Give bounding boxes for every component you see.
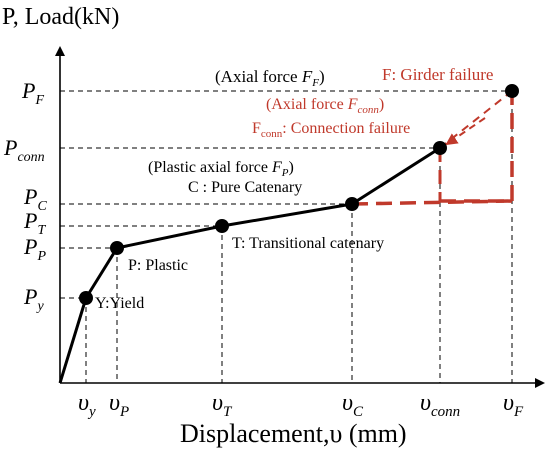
label-plastic: P: Plastic [128, 257, 188, 274]
x-tick-vf: υF [503, 390, 524, 420]
x-tick-vt: υT [212, 390, 233, 420]
label-plastic-axial: (Plastic axial force FP) [148, 159, 294, 179]
label-connection-failure: Fconn: Connection failure [252, 120, 410, 140]
y-tick-labels: PF Pconn PC PT PP Py [3, 78, 47, 314]
y-tick-pp: PP [23, 234, 46, 264]
label-girder-failure: F: Girder failure [382, 65, 493, 84]
point-plastic [110, 241, 124, 255]
curve-points [79, 84, 519, 305]
x-axis-title: Displacement,υ (mm) [180, 419, 407, 448]
label-transitional: T: Transitional catenary [232, 235, 384, 252]
girder-failure-path [351, 90, 514, 206]
label-yield: Y:Yield [95, 295, 144, 312]
red-dashed-horizontal [351, 199, 513, 206]
point-catenary [345, 197, 359, 211]
x-tick-vconn: υconn [420, 390, 460, 420]
y-tick-pc: PC [23, 184, 47, 214]
y-axis-title: P, Load(kN) [2, 4, 119, 30]
load-curve [58, 146, 441, 384]
point-connection-failure [433, 141, 447, 155]
y-tick-pf: PF [21, 78, 44, 108]
x-tick-vp: υP [109, 390, 129, 420]
point-labels: Y:Yield P: Plastic T: Transitional caten… [95, 65, 493, 312]
x-tick-labels: υy υP υT υC υconn υF [78, 390, 524, 420]
horizontal-guides [60, 90, 512, 299]
y-tick-pt: PT [23, 208, 46, 238]
red-dashed-diagonal [439, 90, 513, 149]
x-tick-vy: υy [78, 390, 96, 420]
point-yield [79, 291, 93, 305]
label-axial-force-f: (Axial force FF) [215, 67, 325, 89]
point-transitional [215, 219, 229, 233]
y-tick-pconn: Pconn [3, 135, 45, 165]
x-tick-vc: υC [342, 390, 364, 420]
y-tick-py: Py [23, 284, 44, 314]
point-girder-failure [505, 84, 519, 98]
red-arrow [445, 117, 486, 146]
label-axial-force-conn: (Axial force Fconn) [266, 96, 384, 116]
label-catenary: C : Pure Catenary [188, 179, 302, 196]
